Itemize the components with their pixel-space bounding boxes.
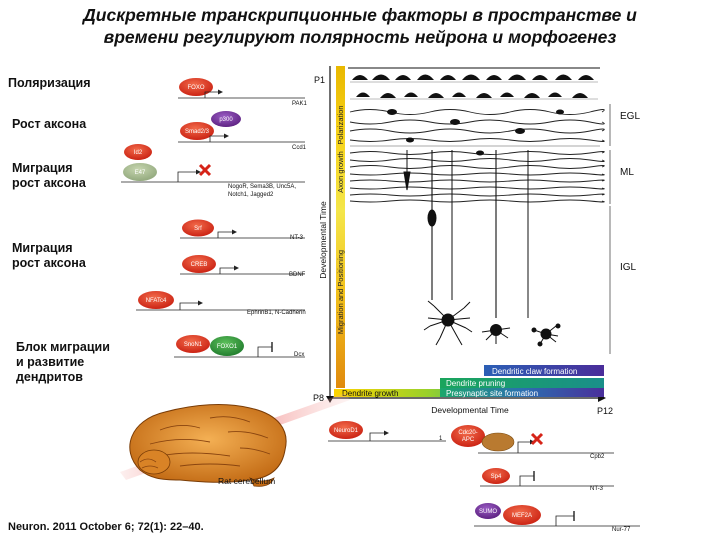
srf-label: Srf (194, 226, 202, 232)
bar-presynaptic-label: Presynaptic site formation (446, 389, 538, 398)
brain-label: Rat cerebellum (218, 476, 275, 486)
snon1-label: SnoN1 (184, 342, 203, 348)
fiber-nodes (387, 109, 564, 156)
foxo1-pill (210, 336, 244, 356)
srf-pill (182, 219, 214, 237)
foxo1-label: FOXO1 (217, 344, 238, 350)
vertical-time-bar (336, 66, 345, 388)
creb-label: CREB (191, 262, 208, 268)
p300-label: p300 (219, 117, 233, 123)
tf-row-snon1: SnoN1 FOXO1 Dcx (174, 335, 305, 358)
nogo-label: NogoR, Sema3B, Unc5A, (228, 184, 296, 190)
rat-cerebellum-illustration (120, 393, 350, 487)
layer-ml: ML (620, 167, 634, 178)
layer-egl: EGL (620, 111, 640, 122)
tf-row-mef2a: SUMO MEF2A Nur-77 (474, 503, 640, 533)
mef2a-label: MEF2A (512, 513, 532, 519)
dcx-label: Dcx (294, 352, 304, 358)
foxo-label: FOXO (187, 85, 204, 91)
ephrin-label: EphrinB1, N-Cadherin (247, 310, 306, 316)
label-migration-axon-1: Миграция рост аксона (12, 161, 86, 190)
p8-label: P8 (313, 393, 324, 403)
p1-label: P1 (314, 75, 325, 85)
granule-neurons (423, 300, 561, 347)
nur77-label: Nur-77 (612, 527, 631, 533)
pak1-label: PAK1 (292, 101, 308, 107)
ccd1-label: Ccd1 (292, 145, 307, 151)
tf-row-srf: Srf NT-3 (180, 219, 305, 241)
bar-dendrite-pruning (440, 378, 604, 388)
block-x-icon (198, 163, 212, 177)
stage-migration: Migration and Positioning (336, 250, 345, 334)
title-line-2: времени регулируют полярность нейрона и … (103, 27, 617, 47)
stage-axon-growth: Axon growth (336, 151, 345, 193)
creb-pill (182, 255, 216, 273)
mef2a-pill (503, 505, 541, 525)
bar-presynaptic (440, 388, 604, 397)
y-axis-title: Developmental Time (318, 201, 328, 279)
citation-footer: Neuron. 2011 October 6; 72(1): 22–40. (8, 521, 204, 533)
tf-row-sp4: Sp4 NT-3 (480, 468, 614, 492)
e47-label: E47 (135, 170, 146, 176)
tf-row-neurod1: NeuroD1 1 (328, 421, 446, 442)
e47-pill (123, 163, 157, 181)
sp4-pill (482, 468, 510, 484)
id2-pill (124, 144, 152, 160)
p300-pill (211, 111, 241, 127)
bar-dendritic-claw (484, 365, 604, 376)
nt3-label: NT-3 (290, 235, 304, 241)
cpb2-label: Cpb2 (590, 454, 605, 460)
sumo-label: SUMO (479, 509, 497, 515)
smad-label: Smad2/3 (185, 129, 210, 135)
cdc20-pill (451, 425, 485, 447)
cdc20-label: Cdc20- (458, 430, 477, 436)
id2-label: Id2 (134, 150, 143, 156)
apc-label: APC (462, 437, 475, 443)
sp4-label: Sp4 (491, 474, 502, 480)
tf-row-cdc20: Cdc20- APC Cpb2 (451, 425, 614, 460)
tf-row-id2: Id2 E47 NogoR, Sema3B, Unc5A, Notch1, Ja… (121, 144, 305, 198)
neurod1-pill (329, 421, 363, 439)
layer-igl: IGL (620, 262, 637, 273)
migrating-cells (403, 150, 529, 318)
neurod1-label: NeuroD1 (334, 428, 359, 434)
foxo-pill (179, 78, 213, 96)
page-title: Дискретные транскрипционные факторы в пр… (0, 4, 720, 48)
tf-row-foxo: FOXO PAK1 (178, 78, 308, 107)
sumo-pill (475, 503, 501, 519)
bar-dendrite-pruning-label: Dendrite pruning (446, 379, 505, 388)
bdnf-label: BDNF (289, 272, 306, 278)
nfatc4-pill (138, 291, 174, 309)
one-label: 1 (439, 436, 443, 442)
bar-dendritic-claw-label: Dendritic claw formation (492, 367, 577, 376)
tf-row-smad: p300 Smad2/3 Ccd1 (178, 111, 307, 151)
parallel-fibers (349, 109, 605, 203)
label-migration-axon-2: Миграция рост аксона (12, 241, 86, 270)
title-line-1: Дискретные транскрипционные факторы в пр… (83, 5, 637, 25)
block-x-icon-2 (530, 432, 544, 446)
nogo2-label: Notch1, Jagged2 (228, 192, 274, 198)
smad-pill (180, 122, 214, 140)
nfatc4-label: NFATc4 (146, 298, 167, 304)
tf-row-nfatc4: NFATc4 EphrinB1, N-Cadherin (136, 291, 306, 316)
label-block-migration: Блок миграции и развитие дендритов (16, 340, 110, 384)
stage-polarization: Polarization (336, 105, 345, 144)
substrate-pill (481, 432, 515, 452)
p12-label: P12 (597, 406, 613, 416)
nt3b-label: NT-3 (590, 486, 604, 492)
label-polarization: Поляризация (8, 76, 91, 90)
egl-cell-layer (352, 74, 594, 98)
tf-row-creb: CREB BDNF (180, 255, 306, 278)
label-axon-growth: Рост аксона (12, 117, 87, 131)
x-axis-title: Developmental Time (431, 405, 509, 415)
bar-dendrite-growth-label: Dendrite growth (342, 389, 398, 398)
snon1-pill (176, 335, 210, 353)
